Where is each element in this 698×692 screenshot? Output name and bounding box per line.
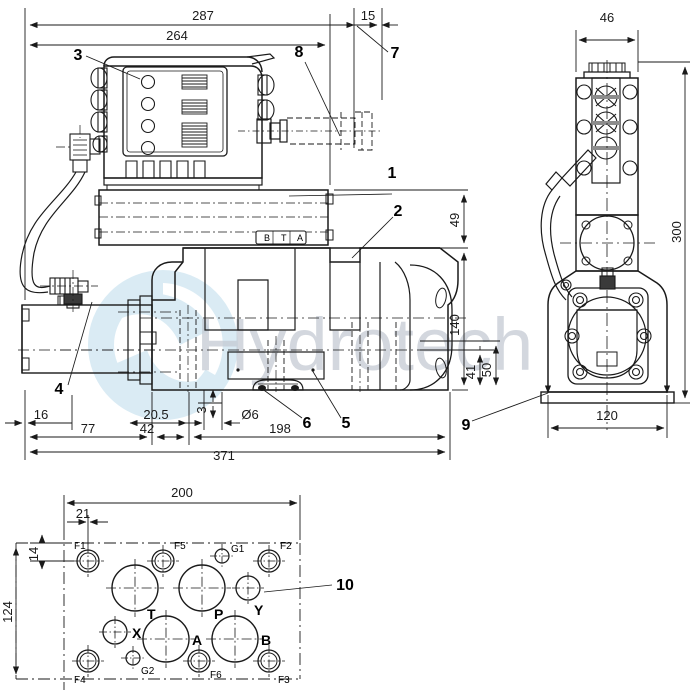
balloon-10: 10 xyxy=(336,577,354,594)
left-solenoid xyxy=(18,295,178,385)
balloon-9: 9 xyxy=(462,417,471,434)
leader-lines xyxy=(67,25,549,593)
dimension-text-group: 287 264 15 16 20.5 Ø6 77 42 198 371 3 49… xyxy=(0,8,684,623)
amplifier-module xyxy=(90,53,276,191)
small-hole-group xyxy=(121,544,234,670)
dim-15: 15 xyxy=(361,8,375,23)
port-label-group: T P A B Y X F1 F5 F2 F4 F6 F3 G1 G2 xyxy=(74,541,292,686)
port-label-B: B xyxy=(261,632,271,648)
dim-120: 120 xyxy=(596,408,618,423)
dim-200: 200 xyxy=(171,485,193,500)
balloon-4: 4 xyxy=(55,381,64,398)
hole-label-G2: G2 xyxy=(141,666,155,677)
port-label-P: P xyxy=(214,606,223,622)
dim-41: 41 xyxy=(463,365,478,379)
dim-16: 16 xyxy=(34,407,48,422)
hole-label-G1: G1 xyxy=(231,544,245,555)
dim-42: 42 xyxy=(140,421,154,436)
balloon-6: 6 xyxy=(303,415,312,432)
side-view xyxy=(540,60,675,430)
front-dimensions xyxy=(5,8,500,460)
dim-49: 49 xyxy=(447,213,462,227)
balloon-2: 2 xyxy=(394,203,403,220)
balloon-5: 5 xyxy=(342,415,351,432)
bottom-view xyxy=(12,495,301,690)
pilot-valve-body xyxy=(94,189,334,246)
pilot-port-group xyxy=(99,572,264,648)
dim-50: 50 xyxy=(479,363,494,377)
balloon-label-group: 1 2 3 4 5 6 7 8 9 10 xyxy=(55,44,471,594)
hole-label-F5: F5 xyxy=(174,541,186,552)
dim-dia6: Ø6 xyxy=(241,407,258,422)
dim-21: 21 xyxy=(76,506,90,521)
nameplate-a: A xyxy=(297,233,303,243)
hole-label-F2: F2 xyxy=(280,541,292,552)
port-label-Y: Y xyxy=(254,602,264,618)
balloon-1: 1 xyxy=(388,165,397,182)
dim-300: 300 xyxy=(669,221,684,243)
main-valve-body xyxy=(60,247,468,392)
dim-77: 77 xyxy=(81,421,95,436)
front-view xyxy=(18,53,468,392)
port-label-T: T xyxy=(147,606,156,622)
dim-14: 14 xyxy=(26,547,41,561)
dim-264: 264 xyxy=(166,28,188,43)
dim-124: 124 xyxy=(0,601,15,623)
nameplate-text: B T A xyxy=(264,233,303,243)
cable-assembly xyxy=(19,125,101,312)
dim-371: 371 xyxy=(213,448,235,463)
bolt-hole-group xyxy=(72,545,285,677)
hole-label-F4: F4 xyxy=(74,675,86,686)
dim-198: 198 xyxy=(269,421,291,436)
hole-label-F1: F1 xyxy=(74,541,86,552)
nameplate-b: B xyxy=(264,233,270,243)
connector-plug-assembly xyxy=(238,111,380,151)
hole-label-F6: F6 xyxy=(210,670,222,681)
dim-46: 46 xyxy=(600,10,614,25)
side-dimensions xyxy=(544,30,690,438)
dim-20-5: 20.5 xyxy=(143,407,168,422)
balloon-3: 3 xyxy=(74,47,83,64)
balloon-7: 7 xyxy=(391,45,400,62)
watermark: Hydrotech xyxy=(88,270,533,420)
watermark-logo xyxy=(88,270,238,420)
nameplate-t: T xyxy=(281,233,287,243)
balloon-8: 8 xyxy=(295,44,304,61)
port-label-X: X xyxy=(132,625,142,641)
port-label-A: A xyxy=(192,632,202,648)
hole-label-F3: F3 xyxy=(278,675,290,686)
dim-140: 140 xyxy=(447,314,462,336)
dim-287: 287 xyxy=(192,8,214,23)
main-port-group xyxy=(106,559,264,668)
dim-3: 3 xyxy=(194,406,209,413)
